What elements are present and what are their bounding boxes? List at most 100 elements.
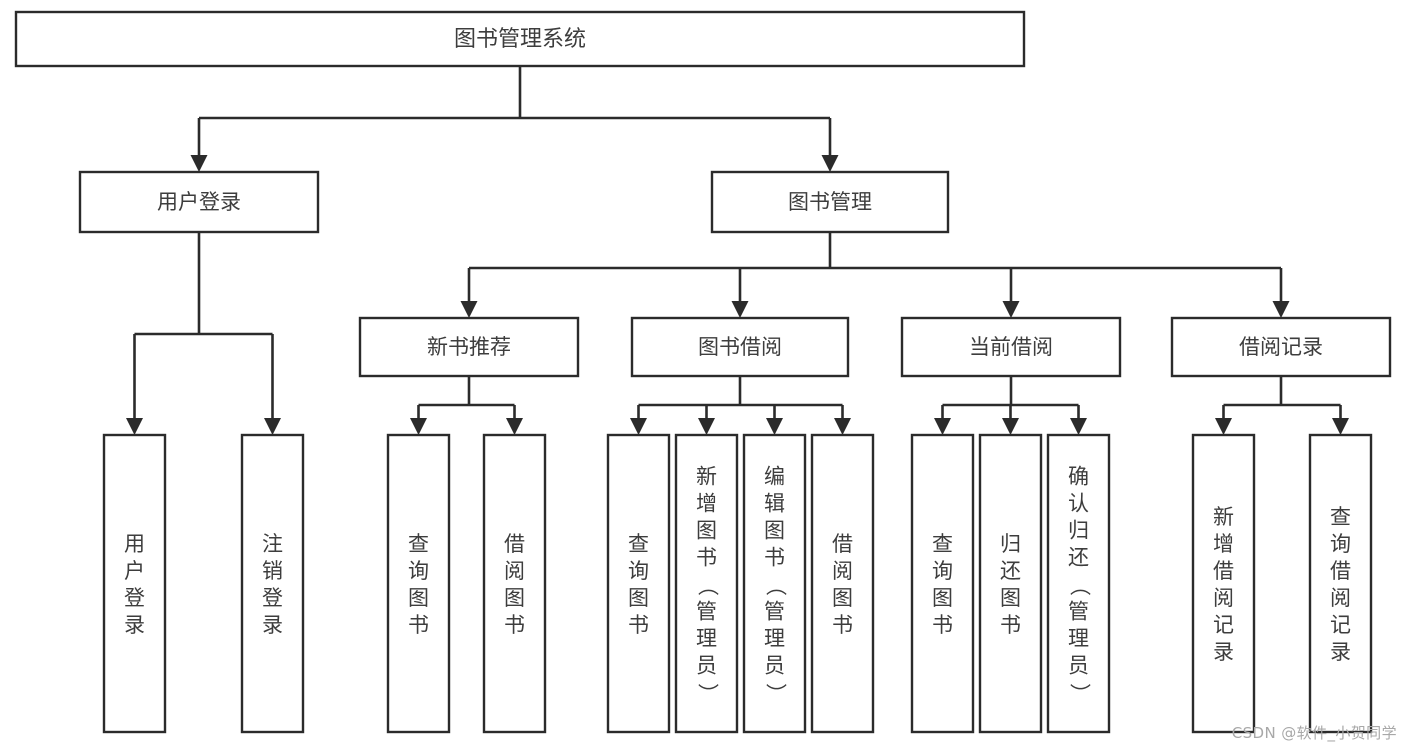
svg-text:录: 录 <box>1213 640 1234 664</box>
svg-text:销: 销 <box>262 559 283 583</box>
node-borrow-record[interactable]: 借阅记录 <box>1170 316 1392 378</box>
svg-text:图: 图 <box>408 586 429 610</box>
svg-text:书: 书 <box>1000 613 1021 637</box>
svg-text:书: 书 <box>504 613 525 637</box>
svg-text:认: 认 <box>1068 492 1089 516</box>
svg-text:录: 录 <box>124 613 145 637</box>
svg-text:书: 书 <box>764 546 785 570</box>
node-leaf-user-login-label: 用户登录 <box>124 532 145 637</box>
node-book-manage[interactable]: 图书管理 <box>710 170 950 234</box>
svg-text:借: 借 <box>1330 559 1351 583</box>
svg-text:图: 图 <box>628 586 649 610</box>
svg-text:图: 图 <box>932 586 953 610</box>
svg-text:询: 询 <box>628 559 649 583</box>
node-user-login[interactable]: 用户登录 <box>78 170 320 234</box>
svg-text:员: 员 <box>1068 654 1089 678</box>
svg-text:理: 理 <box>764 627 785 651</box>
svg-text:记: 记 <box>1213 613 1234 637</box>
svg-text:查: 查 <box>408 532 429 556</box>
svg-text:增: 增 <box>696 492 717 516</box>
node-user-login-label: 用户登录 <box>157 190 241 214</box>
node-book-borrow[interactable]: 图书借阅 <box>630 316 850 378</box>
svg-text:书: 书 <box>696 546 717 570</box>
svg-text:书: 书 <box>932 613 953 637</box>
svg-text:图: 图 <box>832 586 853 610</box>
svg-text:归: 归 <box>1000 532 1021 556</box>
svg-text:图: 图 <box>696 519 717 543</box>
svg-text:用: 用 <box>124 532 145 556</box>
svg-text:阅: 阅 <box>1213 586 1234 610</box>
svg-text:借: 借 <box>504 532 525 556</box>
svg-text:）: ） <box>1068 683 1092 704</box>
svg-text:查: 查 <box>628 532 649 556</box>
svg-text:录: 录 <box>1330 640 1351 664</box>
svg-text:书: 书 <box>628 613 649 637</box>
svg-text:图: 图 <box>1000 586 1021 610</box>
svg-text:图: 图 <box>764 519 785 543</box>
node-current-borrow-label: 当前借阅 <box>969 335 1053 359</box>
svg-text:登: 登 <box>262 586 283 610</box>
svg-text:询: 询 <box>1330 532 1351 556</box>
connector-layer <box>126 66 1349 435</box>
svg-text:员: 员 <box>764 654 785 678</box>
svg-text:图: 图 <box>504 586 525 610</box>
svg-text:借: 借 <box>832 532 853 556</box>
svg-text:询: 询 <box>932 559 953 583</box>
svg-text:管: 管 <box>764 600 785 624</box>
node-leaf-user-login[interactable]: 用户登录 <box>102 433 167 734</box>
svg-text:）: ） <box>696 683 720 704</box>
node-book-manage-label: 图书管理 <box>788 190 872 214</box>
svg-text:增: 增 <box>1213 532 1234 556</box>
node-new-book-recommend-label: 新书推荐 <box>427 335 511 359</box>
svg-text:理: 理 <box>1068 627 1089 651</box>
svg-text:询: 询 <box>408 559 429 583</box>
svg-text:注: 注 <box>262 532 283 556</box>
node-layer: 图书管理系统用户登录图书管理新书推荐图书借阅当前借阅借阅记录用户登录注销登录查询… <box>14 10 1392 734</box>
svg-text:查: 查 <box>932 532 953 556</box>
svg-text:辑: 辑 <box>764 492 785 516</box>
svg-text:阅: 阅 <box>1330 586 1351 610</box>
node-new-book-recommend[interactable]: 新书推荐 <box>358 316 580 378</box>
svg-text:编: 编 <box>764 465 785 489</box>
svg-text:还: 还 <box>1000 559 1021 583</box>
node-book-borrow-label: 图书借阅 <box>698 335 782 359</box>
svg-text:查: 查 <box>1330 505 1351 529</box>
svg-text:归: 归 <box>1068 519 1089 543</box>
node-current-borrow[interactable]: 当前借阅 <box>900 316 1122 378</box>
node-root-system[interactable]: 图书管理系统 <box>14 10 1026 68</box>
svg-text:理: 理 <box>696 627 717 651</box>
svg-text:登: 登 <box>124 586 145 610</box>
svg-text:录: 录 <box>262 613 283 637</box>
svg-text:阅: 阅 <box>504 559 525 583</box>
svg-text:借: 借 <box>1213 559 1234 583</box>
svg-text:阅: 阅 <box>832 559 853 583</box>
svg-text:员: 员 <box>696 654 717 678</box>
svg-text:（: （ <box>764 575 788 596</box>
